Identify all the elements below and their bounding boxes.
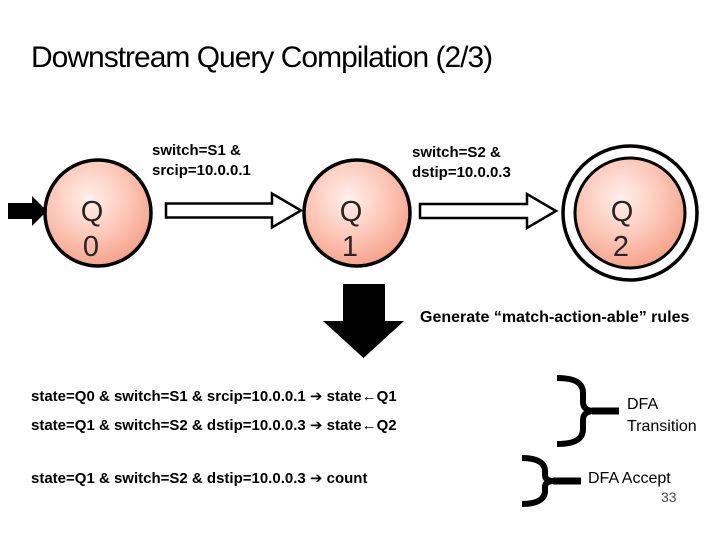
- transition-label-line2: srcip=10.0.0.1: [152, 162, 251, 179]
- brace-dfa-transition-icon: [556, 375, 619, 447]
- transition-label-q0-q1: switch=S1 & srcip=10.0.0.1: [152, 141, 251, 181]
- transition-arrow-q1-q2-icon: [418, 191, 559, 231]
- state-q1-circle: [302, 158, 412, 268]
- state-q1: Q 1: [302, 158, 412, 268]
- state-q2-label-line1: Q: [611, 196, 634, 228]
- slide-title: Downstream Query Compilation (2/3): [31, 41, 493, 74]
- rule-accept: state=Q1 & switch=S2 & dstip=10.0.0.3 ➔ …: [31, 470, 368, 487]
- state-q1-label-line2: 1: [342, 231, 358, 263]
- transition-label-line1: switch=S2 &: [412, 144, 501, 161]
- state-q0-label-line1: Q: [81, 196, 104, 228]
- dfa-transition-annotation-line2: Transition: [627, 418, 697, 435]
- transition-label-line2: dstip=10.0.0.3: [412, 164, 511, 181]
- state-q0: Q 0: [43, 158, 153, 268]
- generate-rules-caption: Generate “match-action-able” rules: [420, 309, 690, 326]
- dfa-transition-annotation: DFA Transition: [627, 394, 697, 438]
- dfa-transition-annotation-line1: DFA: [627, 396, 659, 413]
- page-number: 33: [661, 489, 677, 505]
- start-arrow-icon: [8, 196, 47, 226]
- brace-dfa-accept-icon: [521, 455, 581, 507]
- rule-transition-1: state=Q0 & switch=S1 & srcip=10.0.0.1 ➔ …: [31, 388, 397, 405]
- state-q0-label-line2: 0: [83, 231, 99, 263]
- transition-arrow-q0-q1-icon: [164, 191, 304, 230]
- state-q2-label-line2: 2: [613, 231, 629, 263]
- state-q2-circle: [573, 156, 687, 270]
- down-arrow-icon: [323, 284, 404, 358]
- transition-label-line1: switch=S1 &: [152, 142, 241, 159]
- rule-transition-2: state=Q1 & switch=S2 & dstip=10.0.0.3 ➔ …: [31, 417, 397, 434]
- state-q0-circle: [43, 158, 153, 268]
- state-q1-label-line1: Q: [340, 196, 363, 228]
- dfa-accept-annotation: DFA Accept: [588, 470, 671, 487]
- state-q2: Q 2: [561, 144, 699, 282]
- transition-label-q1-q2: switch=S2 & dstip=10.0.0.3: [412, 143, 511, 183]
